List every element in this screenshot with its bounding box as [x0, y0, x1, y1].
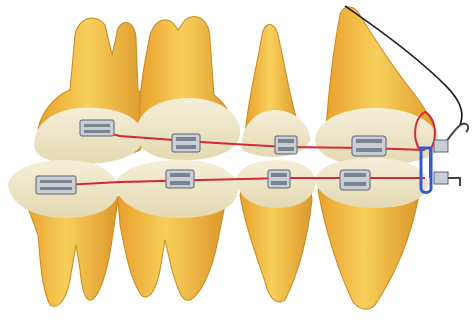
upper-canine-bracket [275, 136, 297, 154]
upper-molar-tube [80, 120, 114, 136]
lower-premolar-1-bracket [166, 170, 194, 188]
lower-canine-bracket [340, 170, 370, 190]
lower-molar-tube [36, 176, 76, 194]
upper-incisor-bracket [352, 136, 386, 156]
lower-premolar-2-bracket [268, 170, 290, 188]
upper-premolar-1-bracket [172, 134, 200, 152]
